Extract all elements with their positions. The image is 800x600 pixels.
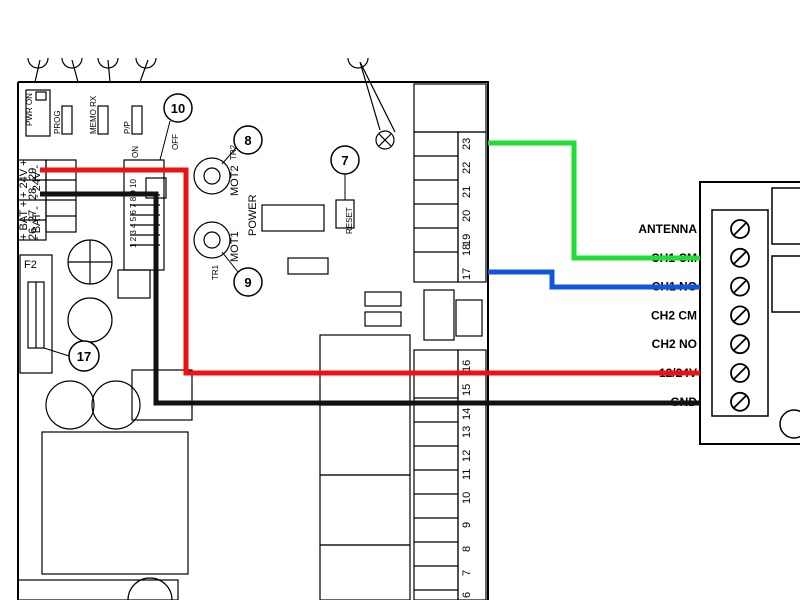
terminal-number: 10 [461,492,473,504]
off-label: OFF [171,134,180,150]
mot1-label: MOT1 [229,231,241,262]
callout-label: 9 [244,275,251,290]
terminal-number: 12 [461,450,473,462]
terminal-screw [730,276,750,297]
terminal-screws [730,219,750,412]
terminal-number: 13 [461,426,473,438]
callout-17: 17 [43,340,100,372]
terminal-number: 19 [461,234,473,246]
terminal-label-antenna: ANTENNA [638,222,697,236]
terminal-number: 27 [27,210,39,222]
callout-8: 8 [221,125,263,165]
on-label: ON [131,146,140,158]
pp-label: P/P [123,121,132,134]
receiver-module [699,181,800,445]
callout-9: 9 [221,251,263,297]
callout-label: 8 [244,133,251,148]
red-wire [40,167,700,376]
terminal-number: 29 [27,168,39,180]
terminal-number: 21 [461,186,473,198]
tr1-label: TR1 [211,264,220,280]
terminal-label-ch2-cm: CH2 CM [651,308,697,322]
black-wire [40,191,700,406]
terminal-screw [730,363,750,383]
blue-wire [488,269,700,290]
callout-label: 17 [77,349,91,364]
terminal-number: 14 [461,408,473,420]
terminal-number: 20 [461,210,473,222]
terminal-number: 15 [461,384,473,396]
terminal-label-ch2-no: CH2 NO [652,337,697,351]
terminal-screw [730,391,750,412]
minus-24v-label: - 24V - [31,165,43,198]
terminal-number: 11 [461,469,473,480]
terminal-screw [730,305,750,326]
terminal-number: 8 [461,546,473,552]
board-labels: PWR ON PROG MEMO RX P/P ON OFF 1 2 3 4 5… [18,93,354,280]
terminal-number: 6 [461,592,473,598]
callout-label: 7 [341,153,348,168]
terminal-number: 22 [461,162,473,174]
wires [40,140,700,406]
reset-label: RESET [345,207,354,234]
f2-label: F2 [24,259,37,271]
callouts: 10 8 7 9 17 [43,93,360,372]
terminal-number: 7 [461,570,473,576]
terminal-number: 26 [27,228,39,240]
callout-7: 7 [330,145,360,200]
power-label: POWER [247,194,259,236]
tr2-label: TR2 [229,144,238,160]
dip-numbers-label: 1 2 3 4 5 6 7 8 9 10 [129,179,138,248]
plus-24v-label: + 24V + [18,159,30,198]
terminal-screw [730,219,750,239]
control-board [17,57,489,600]
callout-10: 10 [159,93,193,161]
callout-label: 10 [171,101,185,116]
terminal-number: 18 [461,244,473,256]
terminal-number-labels: 29 28 27 26 23 22 21 20 19 18 17 16 15 1… [27,138,473,598]
pwr-on-label: PWR ON [25,93,34,126]
terminal-number: 23 [461,138,473,150]
memo-rx-label: MEMO RX [89,95,98,134]
green-wire [488,140,700,261]
prog-label: PROG [53,110,62,134]
terminal-number: 28 [27,188,39,200]
terminal-number: 17 [461,268,473,280]
terminal-number: 16 [461,360,473,372]
terminal-screw [730,334,750,355]
plus-bat-label: + BAT + [18,201,30,240]
mot2-label: MOT2 [229,165,241,196]
terminal-screw [730,247,750,268]
terminal-number: 9 [461,522,473,528]
minus-bat-label: - BAT - [31,206,43,240]
